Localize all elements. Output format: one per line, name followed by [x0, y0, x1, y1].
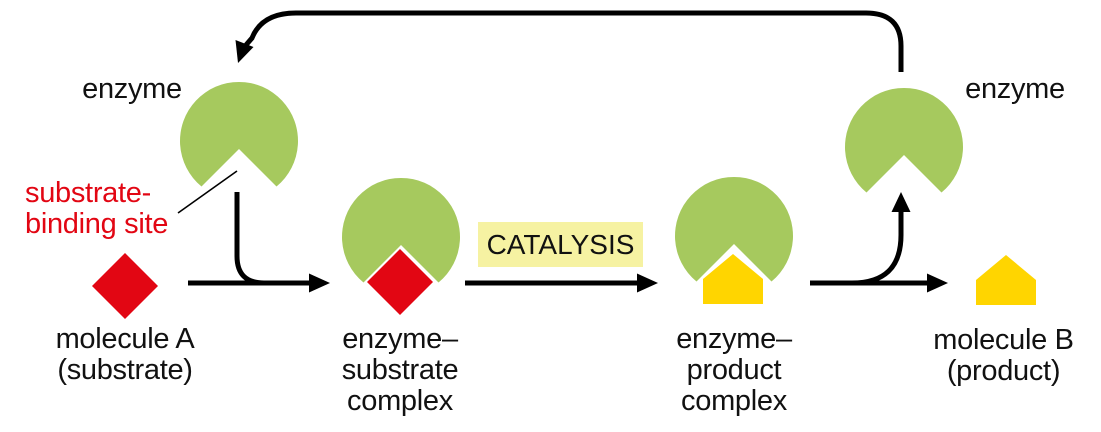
catalysis-step-label: CATALYSIS	[478, 222, 643, 267]
molecule-b-label-line2: (product)	[946, 355, 1061, 387]
enzyme-substrate-complex-label: enzyme– substrate complex	[300, 324, 500, 417]
molecule-a-label-line2: (substrate)	[57, 354, 193, 386]
enzyme-release-branch-arrow	[851, 211, 904, 286]
enzyme-substrate-complex-label-line1: enzyme–	[342, 323, 458, 355]
enzyme-product-complex-label: enzyme– product complex	[634, 324, 834, 417]
enzyme-product-complex-label-line2: product	[686, 354, 782, 386]
enzyme-substrate-complex-label-line2: substrate	[341, 354, 459, 386]
substrate-binding-site-label-line1: substrate-	[25, 177, 151, 209]
molecule-b-label-line1: molecule B	[933, 324, 1074, 356]
arrow-catalysis-head	[637, 273, 658, 293]
enzyme-product-complex-label-line3: complex	[681, 385, 787, 417]
molecule-b-pentagon-icon	[976, 255, 1036, 305]
enzyme-recycle-arrow	[244, 10, 904, 72]
enzyme-substrate-complex-label-line3: complex	[347, 385, 453, 417]
molecule-a-label: molecule A (substrate)	[25, 324, 225, 386]
arrow-ep-complex-to-moleculeB-head	[927, 273, 948, 293]
enzyme-product-complex-label-line1: enzyme–	[676, 323, 792, 355]
binding-site-callout-line	[177, 170, 238, 214]
substrate-entry-branch-arrow	[234, 192, 292, 286]
substrate-binding-site-label-line2: binding site	[25, 208, 169, 240]
substrate-binding-site-label: substrate- binding site	[25, 178, 245, 240]
enzyme-release-branch-arrow-head	[891, 192, 911, 212]
catalysis-step-label-text: CATALYSIS	[486, 228, 635, 260]
enzyme-left-label: enzyme	[82, 73, 182, 105]
arrow-moleculeA-to-es-complex-head	[309, 273, 330, 293]
molecule-a-diamond-icon	[92, 253, 158, 319]
molecule-b-label: molecule B (product)	[906, 325, 1101, 387]
enzyme-recycle-arrow-head	[235, 40, 254, 63]
molecule-a-label-line1: molecule A	[55, 323, 195, 355]
enzyme-right-label: enzyme	[965, 73, 1065, 105]
